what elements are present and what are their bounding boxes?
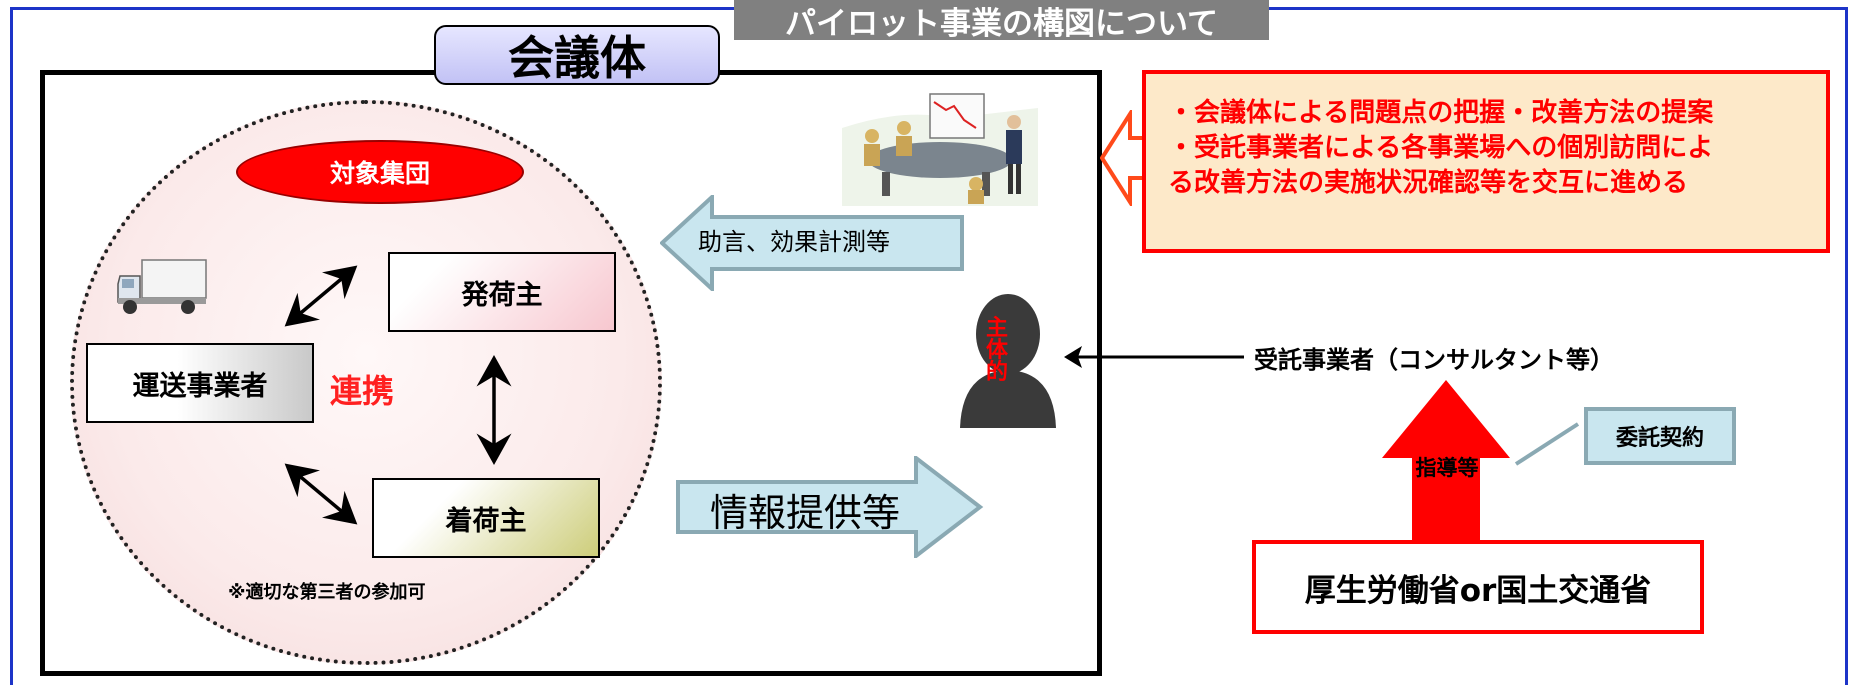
contractor-label: 受託事業者（コンサルタント等） [1254,346,1614,374]
guidance-label: 指導等 [1415,456,1479,480]
contractor-arrow [1064,346,1244,368]
process-note-box: ・会議体による問題点の把握・改善方法の提案 ・受託事業者による各事業場への個別訪… [1142,70,1830,253]
shipper-box: 発荷主 [388,252,616,332]
meeting-picture [842,88,1038,206]
contract-box: 委託契約 [1584,407,1736,465]
cooperation-label: 連携 [330,372,395,410]
note-line-1: ・会議体による問題点の把握・改善方法の提案 [1168,98,1714,128]
truck-picture [117,259,207,314]
note-pointer-arrow [1100,110,1146,206]
target-group-ellipse: 対象集団 [236,140,524,204]
carrier-box: 運送事業者 [86,343,314,423]
third-party-note: ※適切な第三者の参加可 [228,582,426,603]
shipper-carrier-arrow [284,265,358,327]
info-provision-label: 情報提供等 [710,491,901,535]
note-line-3: る改善方法の実施状況確認等を交互に進める [1168,168,1689,198]
person-icon [952,282,1064,432]
person-label: 主体的 [985,316,1008,385]
info-provision-arrow [676,456,984,558]
advice-arrow [660,195,964,291]
note-line-2: ・受託事業者による各事業場への個別訪問によ [1168,133,1714,163]
meeting-body-label: 会議体 [434,25,720,85]
guidance-arrow [1382,380,1510,542]
page-title-text: パイロット事業の構図について [784,6,1219,40]
advice-label: 助言、効果計測等 [698,228,890,256]
carrier-consignee-arrow [284,463,358,525]
contract-connector [1514,422,1580,466]
ministry-box: 厚生労働省or国土交通省 [1252,540,1704,634]
consignee-box: 着荷主 [372,478,600,558]
page-title: パイロット事業の構図について [734,0,1269,40]
